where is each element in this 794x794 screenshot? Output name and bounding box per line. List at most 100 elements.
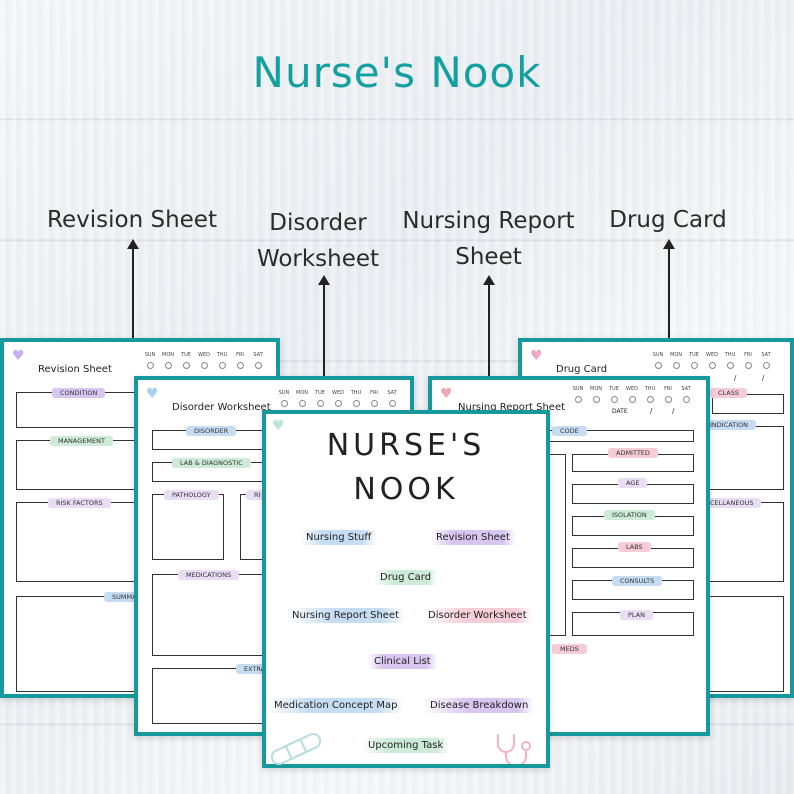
arrow-drug bbox=[663, 239, 675, 340]
day-label: SUN bbox=[278, 390, 290, 396]
cover-item-medication-concept-map: Medication Concept Map bbox=[268, 698, 404, 713]
cover-item-upcoming-task: Upcoming Task bbox=[362, 738, 450, 753]
day-label: THU bbox=[216, 352, 228, 358]
heart-icon: ♥ bbox=[146, 386, 159, 402]
notes-box bbox=[708, 596, 784, 692]
day-label: TUE bbox=[315, 390, 325, 396]
pathology-tag: PATHOLOGY bbox=[164, 490, 219, 500]
isolation-tag: ISOLATION bbox=[604, 510, 655, 520]
miscellaneous-tag: CELLANEOUS bbox=[702, 498, 762, 508]
consults-tag: CONSULTS bbox=[612, 576, 663, 586]
date-slash: / bbox=[650, 407, 653, 415]
label-report-line1: Nursing Report bbox=[402, 208, 575, 234]
indication-box bbox=[708, 426, 784, 490]
risk-factors-tag: RISK FACTORS bbox=[48, 498, 111, 508]
day-label: SAT bbox=[761, 352, 771, 358]
admitted-tag: ADMITTED bbox=[608, 448, 658, 458]
nursing-report-heading: Nursing Report Sheet bbox=[458, 402, 566, 413]
heart-icon: ♥ bbox=[12, 348, 25, 364]
date-label: DATE bbox=[612, 408, 628, 415]
day-label: THU bbox=[644, 386, 656, 392]
day-label: THU bbox=[350, 390, 362, 396]
label-drug-card: Drug Card bbox=[598, 202, 738, 238]
day-label: MON bbox=[670, 352, 682, 358]
day-label: SUN bbox=[572, 386, 584, 392]
label-disorder-worksheet: Disorder Worksheet bbox=[248, 205, 388, 277]
label-drug-text: Drug Card bbox=[609, 207, 727, 233]
cover-item-nursing-report-sheet: Nursing Report Sheet bbox=[286, 608, 406, 623]
day-label: WED bbox=[706, 352, 718, 358]
day-label: WED bbox=[198, 352, 210, 358]
arrow-report bbox=[483, 275, 495, 376]
class-tag: CLASS bbox=[710, 388, 748, 398]
date-slash: / bbox=[672, 407, 675, 415]
revision-sheet-heading: Revision Sheet bbox=[38, 364, 112, 375]
code-tag: CODE bbox=[552, 426, 587, 436]
cover-item-revision-sheet: Revision Sheet bbox=[430, 530, 516, 545]
day-label: FRI bbox=[370, 390, 378, 396]
day-label: TUE bbox=[689, 352, 699, 358]
cover-item-drug-card: Drug Card bbox=[374, 570, 438, 585]
cover-item-nursing-stuff: Nursing Stuff bbox=[300, 530, 378, 545]
day-label: THU bbox=[724, 352, 736, 358]
nurses-nook-cover: ♥ NURSE'S NOOK Nursing Stuff Revision Sh… bbox=[262, 410, 550, 768]
cover-title-line1: NURSE'S bbox=[326, 428, 486, 463]
date-slash: / bbox=[762, 374, 765, 382]
arrow-revision bbox=[127, 239, 139, 340]
drug-card-heading: Drug Card bbox=[556, 364, 608, 375]
weekday-checkboxes bbox=[278, 400, 398, 407]
condition-tag: CONDITION bbox=[52, 388, 106, 398]
label-disorder-line1: Disorder bbox=[269, 210, 367, 236]
lab-diagnostic-tag: LAB & DIAGNOSTIC bbox=[172, 458, 251, 468]
labs-tag: LABS bbox=[618, 542, 651, 552]
date-slash: / bbox=[734, 374, 737, 382]
miscellaneous-box bbox=[708, 502, 784, 582]
day-label: SUN bbox=[144, 352, 156, 358]
stethoscope-icon bbox=[497, 734, 531, 764]
cover-item-clinical-list: Clinical List bbox=[368, 654, 437, 669]
day-label: MON bbox=[590, 386, 602, 392]
indication-tag: INDICATION bbox=[702, 420, 757, 430]
medications-box bbox=[152, 574, 272, 656]
plan-tag: PLAN bbox=[620, 610, 653, 620]
day-label: WED bbox=[626, 386, 638, 392]
weekday-header: SUN MON TUE WED THU FRI SAT bbox=[652, 352, 772, 358]
extra-box bbox=[152, 668, 272, 724]
weekday-checkboxes bbox=[652, 362, 772, 369]
page-title: Nurse's Nook bbox=[252, 48, 542, 97]
weekday-checkboxes bbox=[144, 362, 264, 369]
heart-icon: ♥ bbox=[440, 386, 453, 402]
disorder-worksheet-heading: Disorder Worksheet bbox=[172, 402, 271, 413]
day-label: FRI bbox=[664, 386, 672, 392]
medications-tag: MEDICATIONS bbox=[178, 570, 240, 580]
cover-item-disorder-worksheet: Disorder Worksheet bbox=[422, 608, 533, 623]
day-label: SAT bbox=[681, 386, 691, 392]
extra-tag: EXTRA bbox=[236, 664, 274, 674]
day-label: FRI bbox=[744, 352, 752, 358]
weekday-header: SUN MON TUE WED THU FRI SAT bbox=[572, 386, 692, 392]
cover-title-line2: NOOK bbox=[353, 472, 459, 507]
day-label: SUN bbox=[652, 352, 664, 358]
arrow-disorder bbox=[318, 275, 330, 376]
day-label: SAT bbox=[253, 352, 263, 358]
day-label: TUE bbox=[609, 386, 619, 392]
summary-tag: SUMMARY bbox=[104, 592, 153, 602]
bandage-icon bbox=[270, 732, 322, 766]
age-tag: AGE bbox=[618, 478, 648, 488]
heart-icon: ♥ bbox=[530, 348, 543, 364]
day-label: TUE bbox=[181, 352, 191, 358]
day-label: FRI bbox=[236, 352, 244, 358]
pathology-box bbox=[152, 494, 224, 560]
disorder-tag: DISORDER bbox=[186, 426, 237, 436]
label-disorder-line2: Worksheet bbox=[256, 246, 380, 272]
label-nursing-report: Nursing Report Sheet bbox=[396, 203, 581, 275]
heart-icon: ♥ bbox=[272, 418, 285, 434]
day-label: WED bbox=[332, 390, 344, 396]
label-revision-text: Revision Sheet bbox=[47, 207, 217, 233]
class-box bbox=[712, 394, 784, 414]
management-tag: MANAGEMENT bbox=[50, 436, 113, 446]
meds-tag: MEDS bbox=[552, 644, 587, 654]
cover-item-disease-breakdown: Disease Breakdown bbox=[424, 698, 535, 713]
day-label: SAT bbox=[387, 390, 397, 396]
